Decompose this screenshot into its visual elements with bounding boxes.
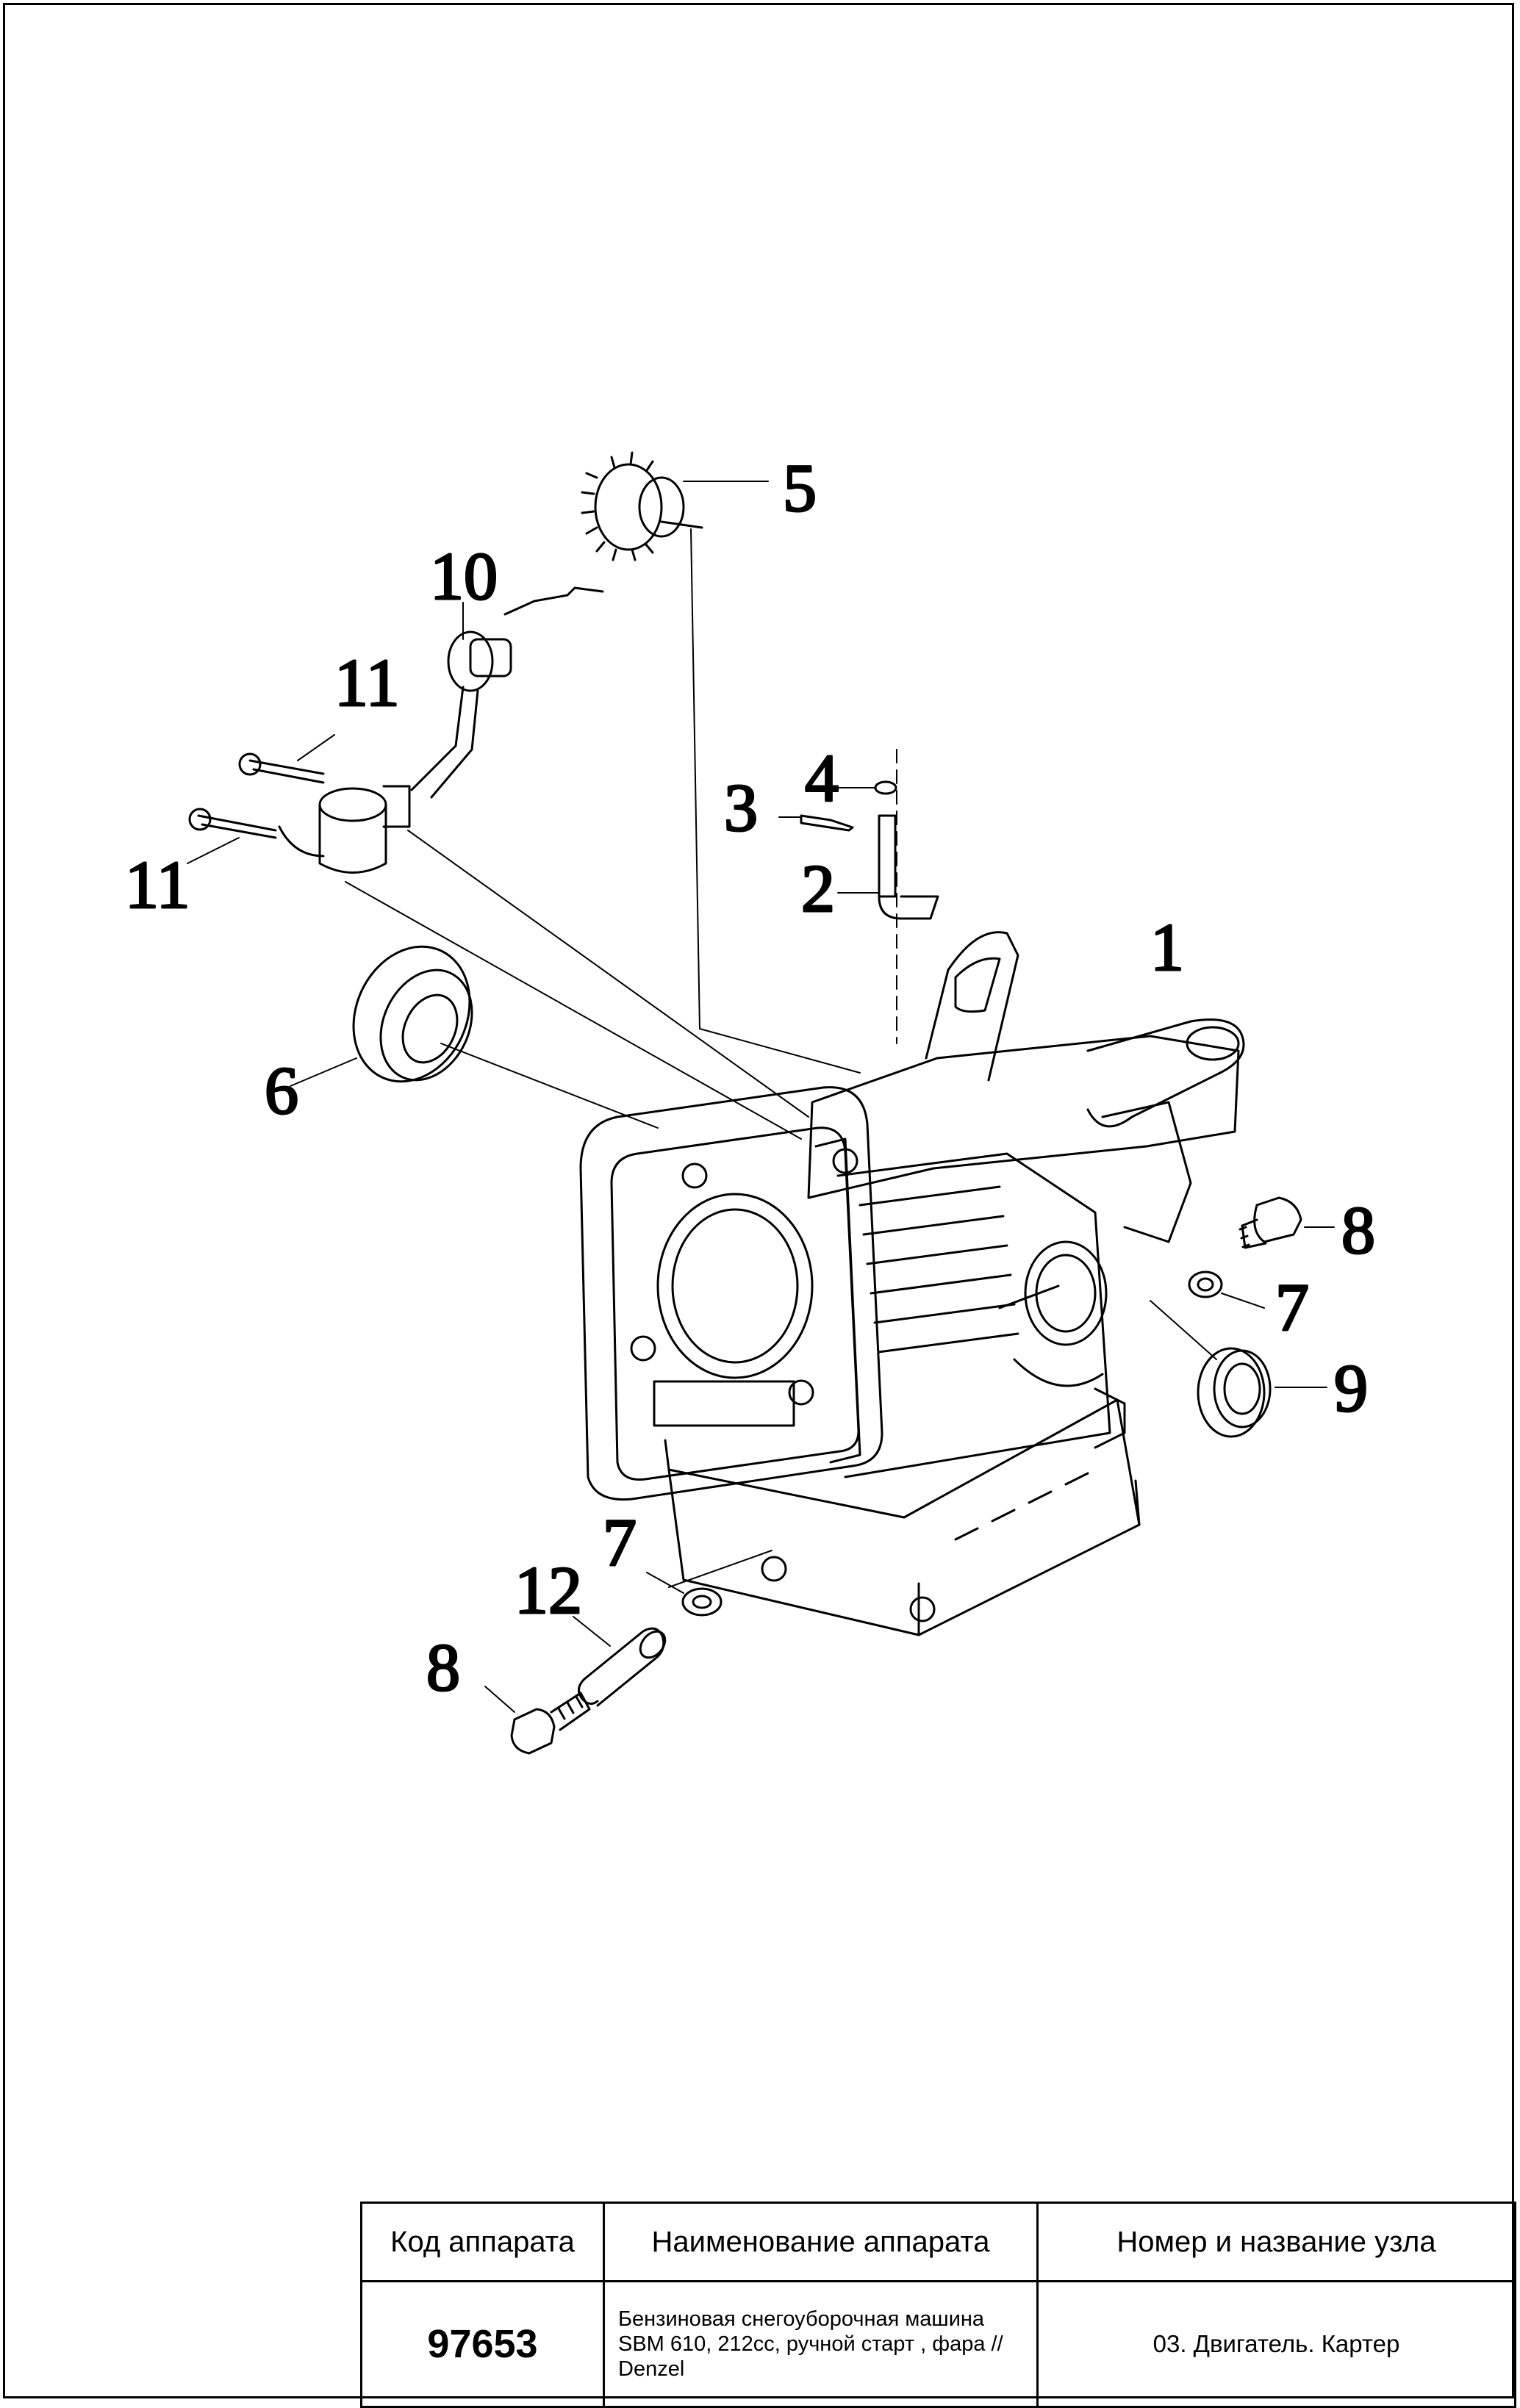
callout-11-lower: 11 <box>125 847 190 922</box>
name-value: Бензиновая снегоуборочная машина SBM 610… <box>603 2280 1039 2408</box>
callout-7-upper: 7 <box>1275 1270 1309 1345</box>
code-header: Код аппарата <box>360 2202 605 2282</box>
gear-part-5 <box>581 451 769 561</box>
title-block: Код аппарата Наименование аппарата Номер… <box>360 2202 1516 2408</box>
callout-4: 4 <box>805 741 839 816</box>
callout-5: 5 <box>783 450 817 525</box>
callout-9: 9 <box>1334 1351 1368 1426</box>
bolt-part-8-upper <box>1238 1196 1335 1249</box>
crankcase-part-1 <box>579 931 1245 1636</box>
node-header: Номер и название узла <box>1036 2202 1516 2282</box>
callout-10: 10 <box>430 539 498 614</box>
code-value: 97653 <box>360 2280 605 2408</box>
callout-12: 12 <box>515 1553 582 1628</box>
callout-8-lower: 8 <box>426 1630 460 1705</box>
name-header: Наименование аппарата <box>603 2202 1039 2282</box>
dowel-pin-part-12 <box>573 1616 667 1707</box>
callout-3: 3 <box>724 770 758 845</box>
governor-shaft-parts <box>778 780 939 920</box>
oil-sensor-assembly <box>187 586 604 874</box>
callout-8-upper: 8 <box>1341 1193 1375 1268</box>
callout-11-upper: 11 <box>334 645 400 720</box>
bolt-part-8-lower <box>484 1686 591 1755</box>
oil-seal-part-9 <box>1197 1347 1327 1438</box>
exploded-parts-diagram: 1 2 3 4 5 6 7 7 8 8 9 10 11 11 12 <box>124 450 1377 1755</box>
washer-part-7-lower <box>646 1572 723 1617</box>
assembly-lines <box>345 528 1217 1588</box>
callout-2: 2 <box>801 851 835 926</box>
bearing-part-6 <box>290 945 473 1087</box>
callout-7-lower: 7 <box>603 1505 637 1580</box>
callout-6: 6 <box>265 1053 298 1128</box>
node-value: 03. Двигатель. Картер <box>1036 2280 1516 2408</box>
callout-1: 1 <box>1150 910 1184 985</box>
washer-part-7-upper <box>1188 1271 1265 1309</box>
